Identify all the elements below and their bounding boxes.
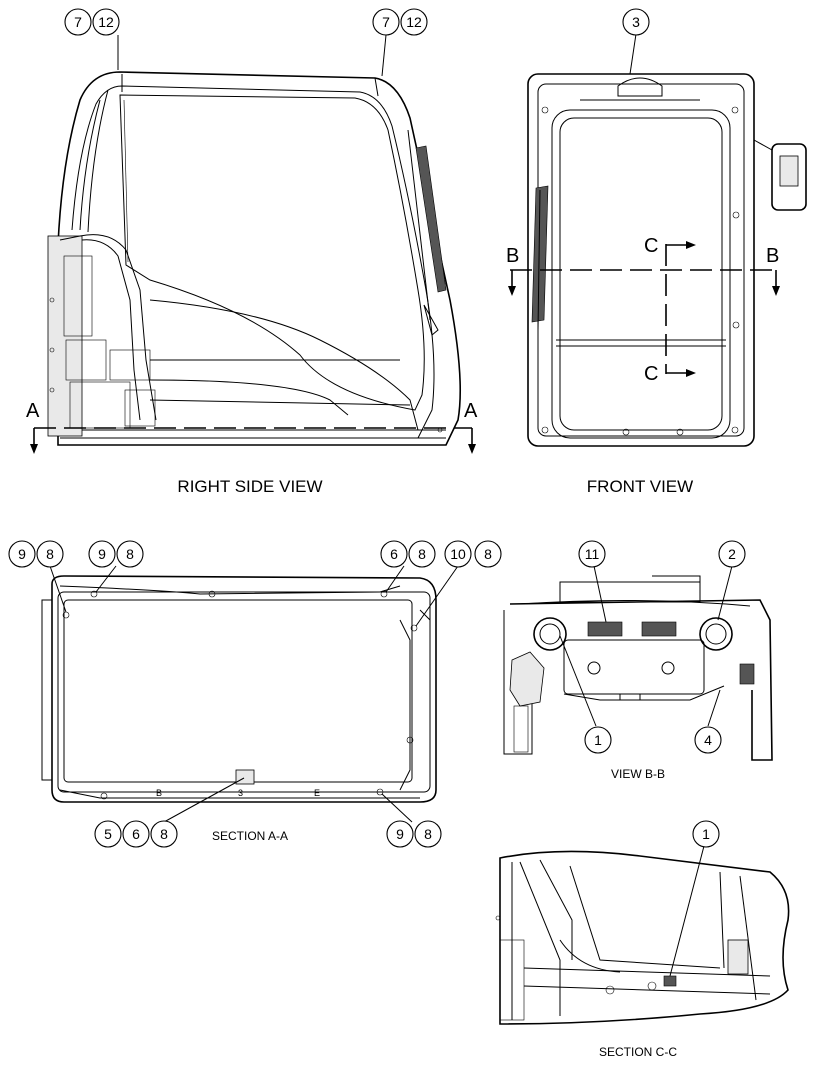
callout-8-a6: 8 — [414, 820, 442, 848]
section-c-drawing — [495, 845, 790, 1025]
section-mark-b-left: B — [506, 245, 519, 267]
section-mark-b-right: B — [766, 245, 779, 267]
section-mark-a-left: A — [26, 400, 40, 422]
svg-text:8: 8 — [484, 546, 492, 562]
callout-2: 2 — [718, 540, 746, 568]
callout-12-right: 12 — [400, 8, 428, 36]
svg-text:3: 3 — [632, 14, 640, 30]
section-a-drawing — [41, 565, 459, 823]
section-a-title: SECTION A-A — [212, 829, 288, 843]
svg-text:5: 5 — [104, 826, 112, 842]
callout-8-a1: 8 — [36, 540, 64, 568]
section-a-mark-e: E — [314, 788, 320, 798]
svg-text:8: 8 — [126, 546, 134, 562]
svg-text:9: 9 — [18, 546, 26, 562]
svg-text:10: 10 — [450, 546, 466, 562]
svg-text:6: 6 — [390, 546, 398, 562]
svg-text:11: 11 — [585, 546, 600, 562]
callout-9-a1: 9 — [8, 540, 36, 568]
section-mark-c-top: C — [644, 235, 658, 257]
right-side-view-drawing — [30, 34, 476, 454]
section-a-mark-b: B — [156, 788, 162, 798]
callout-5: 5 — [94, 820, 122, 848]
callout-3: 3 — [622, 8, 650, 36]
callout-9-a3: 9 — [386, 820, 414, 848]
front-view-drawing — [508, 33, 807, 447]
callout-10: 10 — [444, 540, 472, 568]
svg-text:12: 12 — [98, 14, 114, 30]
callout-8-a4: 8 — [474, 540, 502, 568]
svg-text:9: 9 — [396, 826, 404, 842]
callout-8-a2: 8 — [116, 540, 144, 568]
svg-text:1: 1 — [702, 826, 710, 842]
section-c-title: SECTION C-C — [599, 1045, 677, 1059]
view-b-drawing — [503, 565, 773, 761]
right-side-view-title: RIGHT SIDE VIEW — [177, 477, 322, 496]
svg-text:4: 4 — [704, 732, 712, 748]
svg-text:1: 1 — [594, 732, 602, 748]
front-view-title: FRONT VIEW — [587, 477, 693, 496]
callout-12-left: 12 — [92, 8, 120, 36]
svg-text:8: 8 — [424, 826, 432, 842]
callout-9-a2: 9 — [88, 540, 116, 568]
svg-text:8: 8 — [418, 546, 426, 562]
section-a-mark-3: 3 — [238, 788, 243, 798]
callout-1-b: 1 — [584, 726, 612, 754]
callout-6-a: 6 — [380, 540, 408, 568]
svg-text:9: 9 — [98, 546, 106, 562]
callout-4: 4 — [694, 726, 722, 754]
svg-text:2: 2 — [728, 546, 736, 562]
callout-8-a3: 8 — [408, 540, 436, 568]
svg-text:8: 8 — [46, 546, 54, 562]
svg-text:8: 8 — [160, 826, 168, 842]
svg-text:12: 12 — [406, 14, 422, 30]
svg-text:7: 7 — [382, 14, 390, 30]
callout-8-a5: 8 — [150, 820, 178, 848]
callout-11: 11 — [578, 540, 606, 568]
callout-7-right: 7 — [372, 8, 400, 36]
svg-text:6: 6 — [132, 826, 140, 842]
view-b-title: VIEW B-B — [611, 767, 665, 781]
section-mark-c-bottom: C — [644, 363, 658, 385]
callout-7-left: 7 — [64, 8, 92, 36]
section-mark-a-right: A — [464, 400, 478, 422]
callout-6-b: 6 — [122, 820, 150, 848]
svg-text:7: 7 — [74, 14, 82, 30]
callout-1-c: 1 — [692, 820, 720, 848]
